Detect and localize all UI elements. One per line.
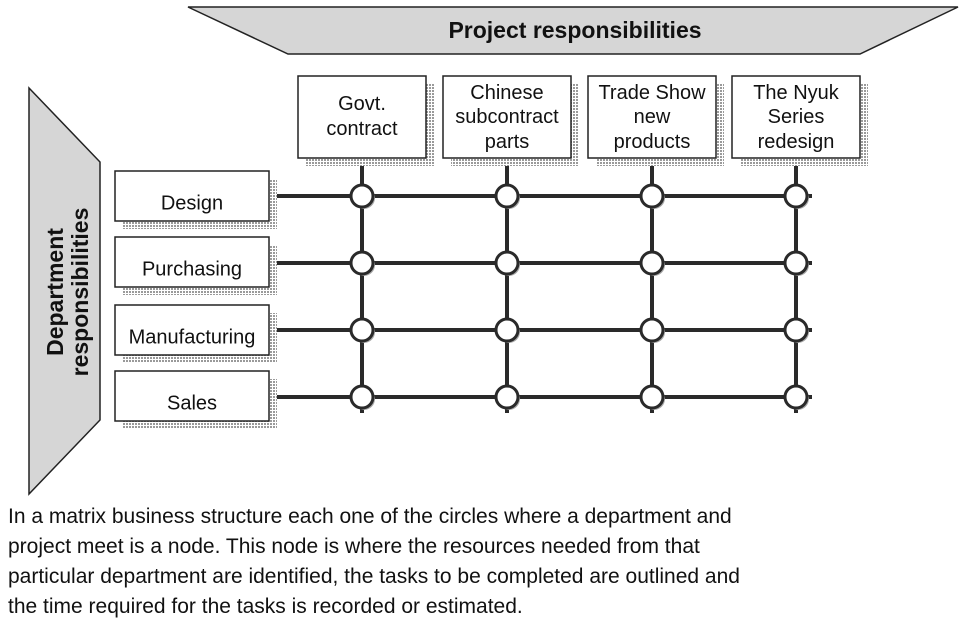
side-label-line2: responsibilities: [67, 208, 93, 377]
project-header-boxes: Govt. contract Chinese subcontract parts…: [297, 75, 868, 166]
department-label: Purchasing: [142, 258, 242, 280]
department-responsibilities-banner: [28, 86, 101, 496]
project-label-line: new: [634, 106, 671, 128]
project-label-line: Govt.: [338, 93, 386, 115]
project-label-line: Series: [768, 106, 825, 128]
project-responsibilities-banner: [187, 6, 959, 55]
node-circle: [494, 250, 520, 276]
department-boxes: Design Purchasing Manufacturing Sales: [114, 170, 277, 429]
department-box-design: Design: [114, 170, 277, 229]
node-circle: [639, 384, 665, 410]
node-circle: [349, 250, 375, 276]
department-label: Design: [161, 192, 223, 214]
project-box-chinese-subcontract-parts: Chinese subcontract parts: [442, 75, 579, 166]
department-label: Manufacturing: [129, 326, 256, 348]
project-box-nyuk-series-redesign: The Nyuk Series redesign: [731, 75, 868, 166]
node-circle: [783, 317, 809, 343]
node-circle: [349, 384, 375, 410]
project-label-line: redesign: [758, 131, 835, 153]
project-label-line: The Nyuk: [753, 82, 840, 104]
node-circle: [349, 317, 375, 343]
project-label-line: products: [614, 131, 691, 153]
nodes: [349, 183, 809, 410]
caption-line: project meet is a node. This node is whe…: [8, 535, 700, 558]
matrix-structure-diagram: Project responsibilities Department resp…: [28, 6, 959, 496]
caption: In a matrix business structure each one …: [8, 502, 963, 622]
node-circle: [494, 384, 520, 410]
side-label-line1: Department: [42, 228, 68, 356]
project-label-line: Chinese: [470, 82, 543, 104]
project-label-line: contract: [326, 118, 398, 140]
node-circle: [783, 183, 809, 209]
caption-line: particular department are identified, th…: [8, 565, 740, 588]
banner-title: Project responsibilities: [448, 17, 701, 43]
project-box-govt-contract: Govt. contract: [297, 75, 434, 166]
node-circle: [494, 317, 520, 343]
project-label-line: parts: [485, 131, 529, 153]
node-circle: [639, 317, 665, 343]
node-circle: [494, 183, 520, 209]
node-circle: [639, 250, 665, 276]
department-box-purchasing: Purchasing: [114, 236, 277, 295]
project-box-trade-show-new-products: Trade Show new products: [587, 75, 724, 166]
department-box-sales: Sales: [114, 370, 277, 429]
node-circle: [783, 250, 809, 276]
node-circle: [639, 183, 665, 209]
caption-line: In a matrix business structure each one …: [8, 505, 732, 528]
project-label-line: Trade Show: [598, 82, 706, 104]
node-circle: [783, 384, 809, 410]
caption-line: the time required for the tasks is recor…: [8, 595, 523, 618]
node-circle: [349, 183, 375, 209]
project-label-line: subcontract: [455, 106, 559, 128]
department-label: Sales: [167, 392, 217, 414]
department-box-manufacturing: Manufacturing: [114, 304, 277, 363]
